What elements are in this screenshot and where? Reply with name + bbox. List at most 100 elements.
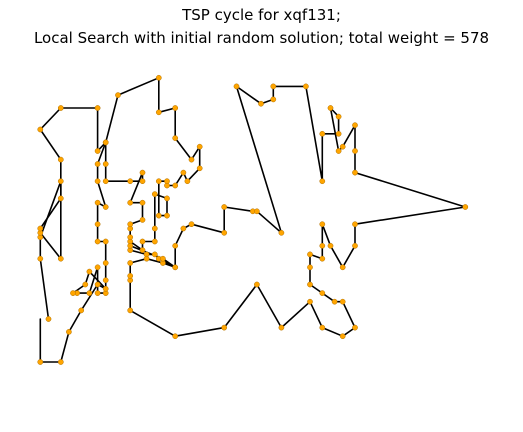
city-node	[172, 242, 179, 249]
tour-edge	[223, 283, 258, 329]
city-node	[102, 178, 109, 185]
city-node	[319, 290, 326, 296]
tour-edge	[329, 245, 344, 269]
city-node	[115, 92, 121, 98]
city-node	[102, 238, 109, 245]
city-node	[139, 178, 146, 185]
city-node	[196, 143, 203, 150]
city-node	[86, 290, 93, 296]
city-node	[352, 169, 358, 176]
city-node	[102, 161, 109, 167]
city-node	[139, 247, 146, 253]
city-node	[319, 178, 326, 185]
city-node	[352, 221, 358, 228]
city-node	[172, 105, 179, 111]
tour-edge	[39, 197, 62, 230]
city-node	[307, 281, 313, 288]
city-node	[307, 264, 313, 271]
city-node	[102, 285, 109, 292]
tour-edge	[309, 300, 324, 329]
city-node	[339, 333, 346, 340]
city-node	[94, 105, 101, 111]
city-node	[57, 359, 64, 365]
city-node	[57, 178, 64, 185]
chart-title-line-1: TSP cycle for xqf131;	[182, 6, 341, 24]
city-node	[70, 290, 76, 296]
tour-edge	[129, 171, 144, 204]
city-node	[270, 96, 277, 103]
city-node	[57, 105, 64, 111]
city-node	[331, 298, 338, 305]
city-node	[78, 307, 85, 314]
tour-edge	[117, 77, 160, 96]
city-node	[319, 255, 326, 262]
city-node	[319, 130, 326, 137]
city-node	[335, 130, 342, 137]
city-node	[221, 204, 228, 210]
city-node	[278, 324, 285, 331]
city-node	[278, 229, 285, 236]
city-node	[254, 208, 260, 215]
city-node	[462, 204, 469, 210]
city-node	[155, 74, 162, 81]
city-node	[307, 251, 313, 258]
city-node	[94, 148, 101, 154]
city-node	[335, 148, 342, 154]
city-node	[319, 324, 326, 331]
tour-edge	[280, 300, 311, 329]
tour-edge	[96, 180, 107, 208]
city-node	[352, 324, 358, 331]
city-node	[57, 156, 64, 163]
city-node	[160, 255, 166, 262]
tour-edge	[256, 283, 283, 329]
city-node	[196, 165, 203, 172]
city-node	[86, 268, 93, 275]
city-node	[37, 255, 44, 262]
tour-edge	[96, 141, 107, 165]
city-node	[94, 199, 101, 206]
tour-edge	[341, 300, 356, 329]
tour-edge	[104, 94, 119, 144]
tour-edge	[39, 128, 62, 161]
city-node	[335, 113, 342, 120]
tour-edge	[305, 85, 324, 182]
city-node	[127, 260, 134, 266]
tour-edge	[321, 223, 332, 247]
tour-edge	[59, 331, 70, 363]
city-node	[221, 229, 228, 236]
city-node	[172, 135, 179, 141]
city-node	[94, 161, 101, 167]
tour-edge	[223, 206, 254, 213]
city-node	[254, 281, 260, 288]
city-node	[233, 83, 240, 90]
city-node	[127, 178, 134, 185]
tour-edge	[129, 309, 176, 338]
city-node	[102, 277, 109, 284]
city-node	[172, 182, 179, 189]
city-node	[57, 195, 64, 202]
city-node	[258, 100, 264, 107]
city-node	[270, 83, 277, 90]
city-node	[66, 329, 72, 335]
city-node	[139, 238, 146, 245]
city-node	[94, 221, 101, 228]
city-node	[339, 264, 346, 271]
city-node	[339, 143, 346, 150]
city-node	[143, 255, 150, 262]
tour-edge	[341, 124, 356, 148]
city-node	[188, 156, 195, 163]
tour-edge	[256, 210, 283, 234]
tour-edge	[174, 137, 193, 161]
city-node	[127, 273, 134, 279]
city-node	[127, 199, 134, 206]
city-node	[127, 242, 134, 249]
city-node	[352, 242, 358, 249]
tour-edge	[329, 107, 340, 152]
city-node	[94, 264, 101, 271]
city-node	[327, 105, 334, 111]
tour-edge	[341, 245, 356, 269]
city-node	[188, 221, 195, 228]
city-node	[180, 225, 187, 232]
city-node	[94, 238, 101, 245]
